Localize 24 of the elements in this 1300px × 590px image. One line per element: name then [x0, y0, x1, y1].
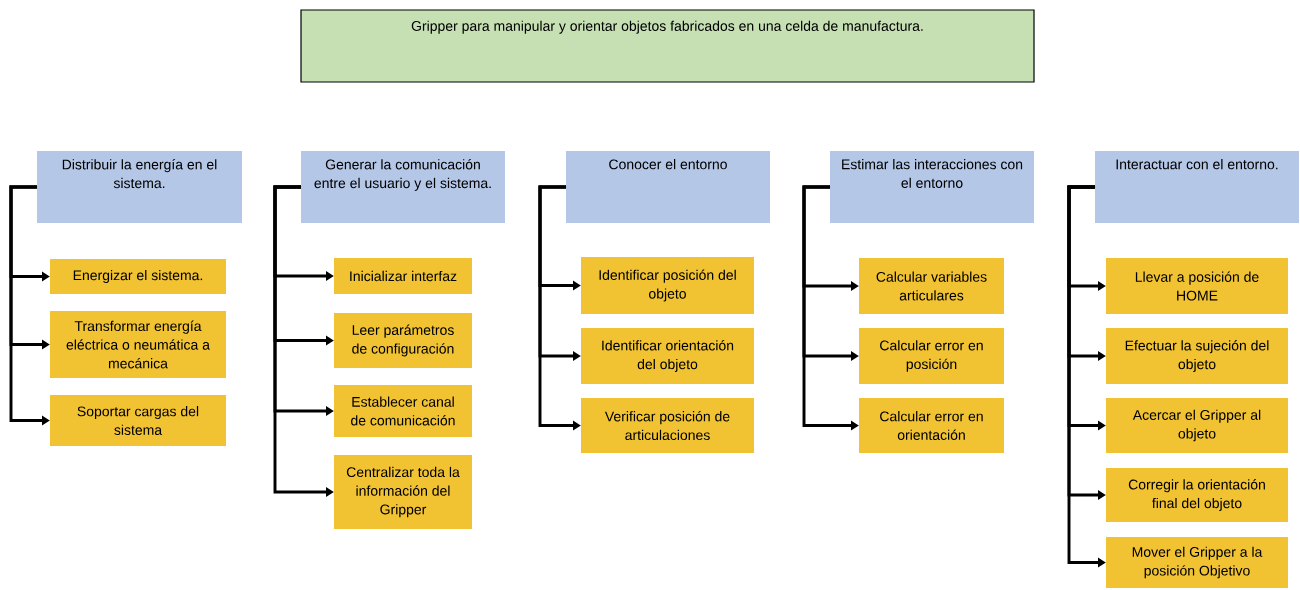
- task-box: Identificar orientación del objeto: [581, 328, 754, 384]
- task-box: Inicializar interfaz: [334, 258, 472, 294]
- task-box: Mover el Gripper a la posición Objetivo: [1106, 537, 1288, 588]
- task-box: Leer parámetros de configuración: [334, 313, 472, 368]
- task-box: Energizar el sistema.: [50, 259, 226, 294]
- task-box: Identificar posición del objeto: [581, 257, 754, 314]
- task-box: Centralizar toda la información del Gripper: [334, 455, 472, 529]
- function-box: Distribuir la energía en el sistema.: [37, 151, 242, 223]
- task-box: Calcular variables articulares: [859, 258, 1004, 314]
- function-box: Generar la comunicación entre el usuario y el sistema.: [301, 151, 505, 223]
- task-box: Transformar energía eléctrica o neumática a mecánica: [50, 311, 226, 378]
- title-box: Gripper para manipular y orientar objetos fabricados en una celda de manufactura.: [300, 9, 1035, 83]
- task-box: Soportar cargas del sistema: [50, 395, 226, 446]
- task-box: Llevar a posición de HOME: [1106, 258, 1288, 314]
- task-box: Calcular error en posición: [859, 328, 1004, 384]
- function-box: Interactuar con el entorno.: [1095, 151, 1299, 223]
- function-box: Conocer el entorno: [566, 151, 770, 223]
- task-box: Verificar posición de articulaciones: [581, 398, 754, 453]
- task-box: Efectuar la sujeción del objeto: [1106, 328, 1288, 384]
- task-box: Acercar el Gripper al objeto: [1106, 398, 1288, 453]
- task-box: Establecer canal de comunicación: [334, 385, 472, 437]
- function-box: Estimar las interacciones con el entorno: [830, 151, 1034, 223]
- task-box: Calcular error en orientación: [859, 398, 1004, 453]
- task-box: Corregir la orientación final del objeto: [1106, 468, 1288, 522]
